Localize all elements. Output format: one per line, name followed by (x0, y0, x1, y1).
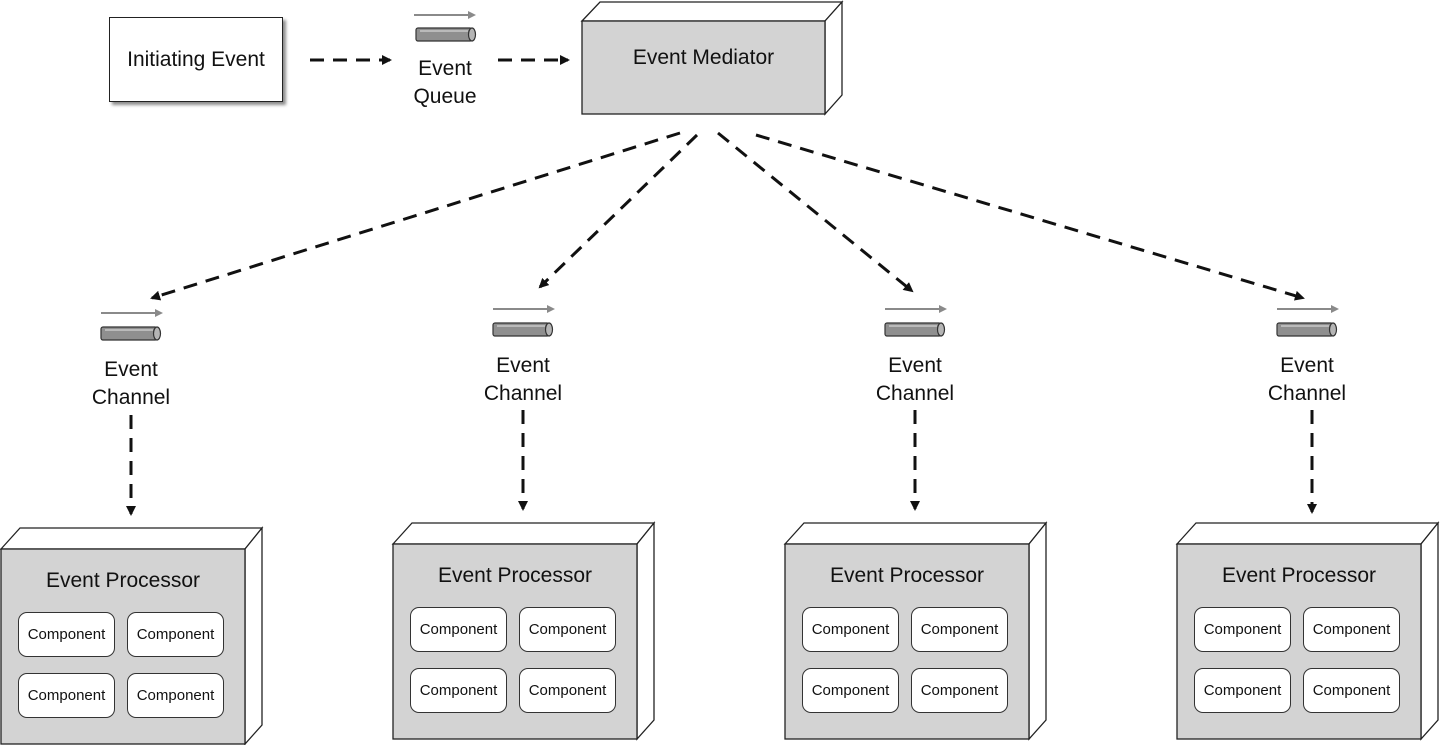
event-mediator-label: Event Mediator (632, 46, 775, 69)
component-1-3: Component (18, 673, 115, 718)
event-channel-3-label-line2: Channel (875, 382, 955, 405)
event-channel-2-label-line2: Channel (483, 382, 563, 405)
component-3-1: Component (802, 607, 899, 652)
event-channel-3-label-line1: Event (888, 354, 942, 377)
event-queue-icon (412, 8, 482, 48)
component-4-3: Component (1194, 668, 1291, 713)
event-channel-1-label-line2: Channel (91, 386, 171, 409)
component-4-2: Component (1303, 607, 1400, 652)
component-3-4: Component (911, 668, 1008, 713)
initiating-event-label: Initiating Event (127, 47, 265, 71)
event-processor-4-title: Event Processor (1221, 564, 1377, 587)
event-processor-3-title: Event Processor (829, 564, 985, 587)
arrow-mediator-to-channel-4 (755, 133, 1305, 301)
event-channel-3-label: Event Channel (870, 352, 960, 408)
event-queue-label: Event Queue (404, 55, 486, 111)
arrow-mediator-to-channel-1 (150, 131, 681, 301)
event-processor-1-title: Event Processor (45, 569, 201, 592)
component-3-3: Component (802, 668, 899, 713)
event-channel-2-icon (491, 301, 561, 341)
event-channel-3-icon (883, 301, 953, 341)
component-2-3: Component (410, 668, 507, 713)
event-channel-4-label: Event Channel (1262, 352, 1352, 408)
component-2-2: Component (519, 607, 616, 652)
component-4-4: Component (1303, 668, 1400, 713)
event-processor-2-title: Event Processor (437, 564, 593, 587)
event-channel-4-label-line2: Channel (1267, 382, 1347, 405)
event-channel-1-icon (99, 305, 169, 345)
event-mediator-box: Event Mediator (580, 0, 844, 116)
event-queue-label-line1: Event (418, 57, 472, 80)
event-processor-4: Event Processor Component Component Comp… (1175, 521, 1440, 741)
component-2-1: Component (410, 607, 507, 652)
event-channel-2-label-line1: Event (496, 354, 550, 377)
event-channel-1-label: Event Channel (86, 356, 176, 412)
arrow-mediator-to-channel-2 (538, 133, 699, 289)
arrow-mediator-to-channel-3 (717, 131, 914, 293)
component-3-2: Component (911, 607, 1008, 652)
initiating-event-box: Initiating Event (109, 17, 283, 102)
event-processor-3: Event Processor Component Component Comp… (783, 521, 1048, 741)
event-channel-2-label: Event Channel (478, 352, 568, 408)
component-4-1: Component (1194, 607, 1291, 652)
event-channel-1-label-line1: Event (104, 358, 158, 381)
event-processor-1: Event Processor Component Component Comp… (0, 526, 264, 745)
component-1-4: Component (127, 673, 224, 718)
event-channel-4-icon (1275, 301, 1345, 341)
component-1-2: Component (127, 612, 224, 657)
component-2-4: Component (519, 668, 616, 713)
event-processor-2: Event Processor Component Component Comp… (391, 521, 656, 741)
event-channel-4-label-line1: Event (1280, 354, 1334, 377)
component-1-1: Component (18, 612, 115, 657)
event-queue-label-line2: Queue (413, 85, 477, 108)
